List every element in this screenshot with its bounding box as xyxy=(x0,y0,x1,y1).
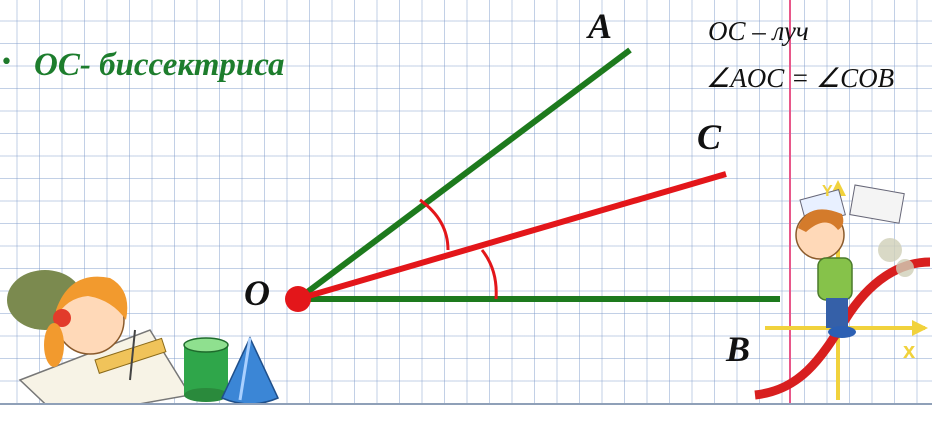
heading-title: ОС- биссектриса xyxy=(34,47,285,83)
point-label-B: B xyxy=(726,329,751,369)
bullet-marker: • xyxy=(0,50,13,75)
notebook-margin-line xyxy=(789,0,791,421)
point-label-O: O xyxy=(244,273,270,313)
boy-on-graph-illustration xyxy=(754,180,931,400)
angle-arc-COB xyxy=(480,249,498,300)
cylinder-shape xyxy=(183,337,229,402)
note-ray: ОС – луч xyxy=(708,16,809,46)
angle-arc-AOC xyxy=(419,198,450,251)
axis-label-x: x xyxy=(903,338,916,363)
vertex-point-O xyxy=(285,286,311,312)
cone-shape xyxy=(220,336,280,405)
point-label-A: A xyxy=(588,6,613,46)
page-bottom-edge xyxy=(0,403,932,421)
ray-OA xyxy=(296,47,632,302)
axis-label-y: Y xyxy=(822,183,833,200)
point-label-C: C xyxy=(697,117,722,157)
ray-OC-bisector xyxy=(297,171,727,302)
girl-drawing-illustration xyxy=(7,270,192,419)
note-angle-equality: ∠AOC = ∠COB xyxy=(706,63,895,93)
